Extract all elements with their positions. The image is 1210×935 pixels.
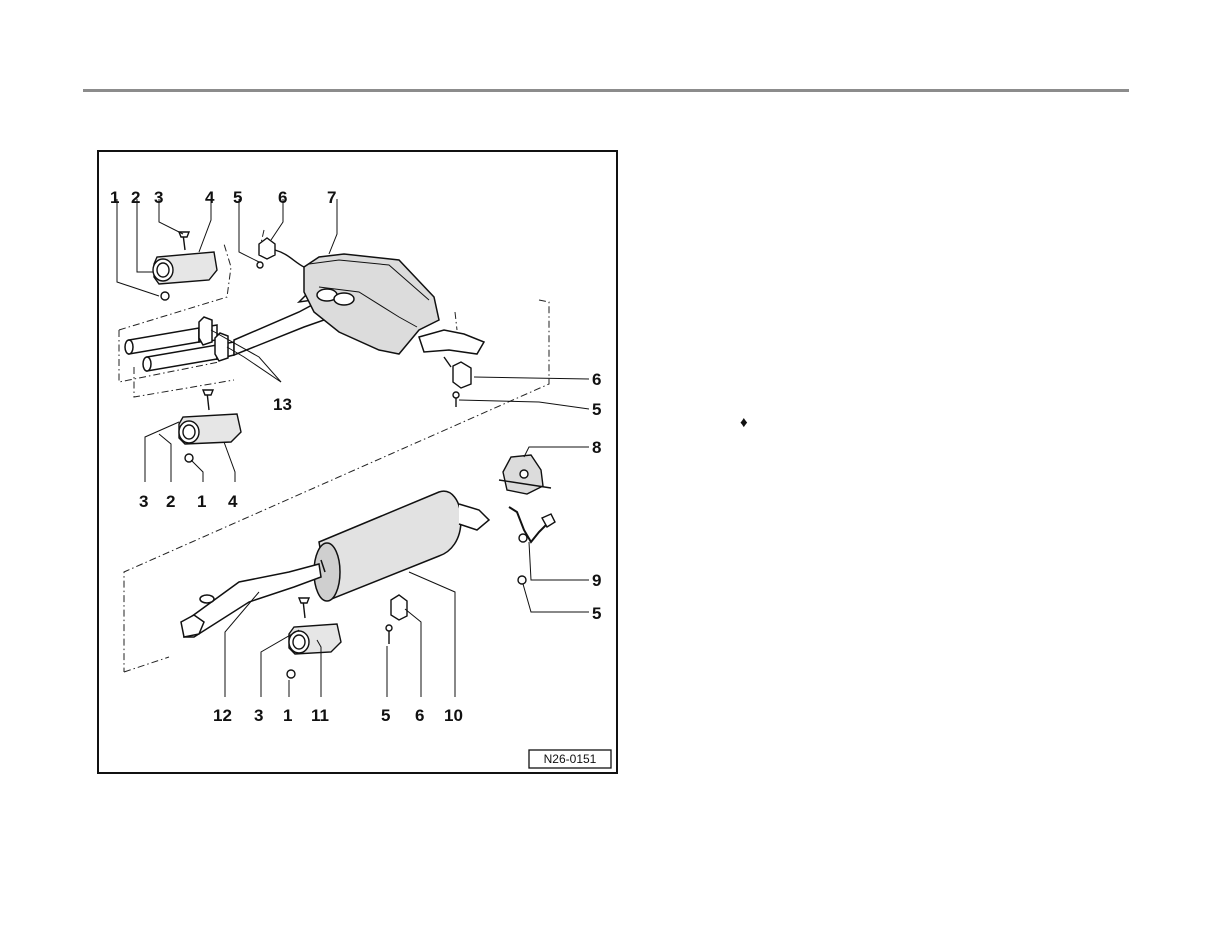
callout-1: 1 (110, 188, 119, 207)
silencer-outlet-b (333, 292, 355, 306)
hanger-6-lower (390, 594, 408, 621)
bullet-marker: ♦ (740, 414, 748, 431)
callout-2: 2 (131, 188, 140, 207)
nut-1-clamp11 (286, 669, 296, 679)
dash-dot-guides (118, 229, 550, 673)
callout-5-bottom: 5 (381, 706, 390, 725)
callout-7: 7 (327, 188, 336, 207)
rear-silencer (180, 490, 491, 638)
callout-1-lower: 1 (197, 492, 206, 511)
bolt-5-top (256, 261, 264, 269)
callout-10: 10 (444, 706, 463, 725)
callout-4-lower: 4 (228, 492, 238, 511)
clamp-13-lower (214, 332, 229, 362)
upper-hangers (256, 237, 472, 407)
callout-5-mount: 5 (592, 604, 601, 623)
header-divider (83, 89, 1129, 92)
callout-5: 5 (233, 188, 242, 207)
lower-hardware (286, 594, 408, 679)
callout-6-bottom: 6 (415, 706, 424, 725)
hanger-6-right (452, 361, 472, 389)
callout-5-right: 5 (592, 400, 601, 419)
tailpipe-stub (418, 329, 486, 355)
bracket-9 (508, 506, 548, 544)
upper-clamp-assembly (152, 231, 218, 301)
rear-silencer-outlet (458, 503, 491, 531)
figure-reference-number: N26-0151 (544, 752, 597, 766)
front-pipe-lower-opening (142, 356, 152, 372)
center-silencer (303, 253, 486, 355)
callout-labels: 1 2 3 4 5 6 7 13 6 5 3 2 1 4 8 9 5 12 3 … (110, 188, 601, 725)
callout-6-right: 6 (592, 370, 601, 389)
rear-mount-assembly (498, 454, 556, 585)
callout-3: 3 (154, 188, 163, 207)
intermediate-pipe-12 (183, 563, 322, 638)
callout-11: 11 (311, 706, 329, 725)
hanger-6-top (258, 237, 276, 260)
exhaust-diagram-frame: 1 2 3 4 5 6 7 13 6 5 3 2 1 4 8 9 5 12 3 … (97, 150, 618, 774)
callout-9: 9 (592, 571, 601, 590)
leader-lines (116, 199, 590, 697)
callout-6: 6 (278, 188, 287, 207)
callout-13: 13 (273, 395, 292, 414)
callout-2-lower: 2 (166, 492, 175, 511)
front-pipe-upper-opening (124, 339, 134, 355)
front-pipe-assembly (124, 283, 336, 372)
callout-8: 8 (592, 438, 601, 457)
nut-5-mount (517, 575, 527, 585)
callout-1-bottom: 1 (283, 706, 292, 725)
lower-left-clamp-assembly (178, 389, 242, 463)
callout-12: 12 (213, 706, 232, 725)
center-silencer-body (303, 253, 440, 355)
callout-3-lower: 3 (139, 492, 148, 511)
nut-1-upper (160, 291, 170, 301)
rear-silencer-body (318, 490, 462, 602)
exhaust-system-exploded-view: 1 2 3 4 5 6 7 13 6 5 3 2 1 4 8 9 5 12 3 … (110, 188, 612, 769)
figure-reference-box: N26-0151 (528, 749, 612, 769)
callout-4: 4 (205, 188, 215, 207)
callout-3-bottom: 3 (254, 706, 263, 725)
clamp-13-upper (198, 316, 213, 346)
